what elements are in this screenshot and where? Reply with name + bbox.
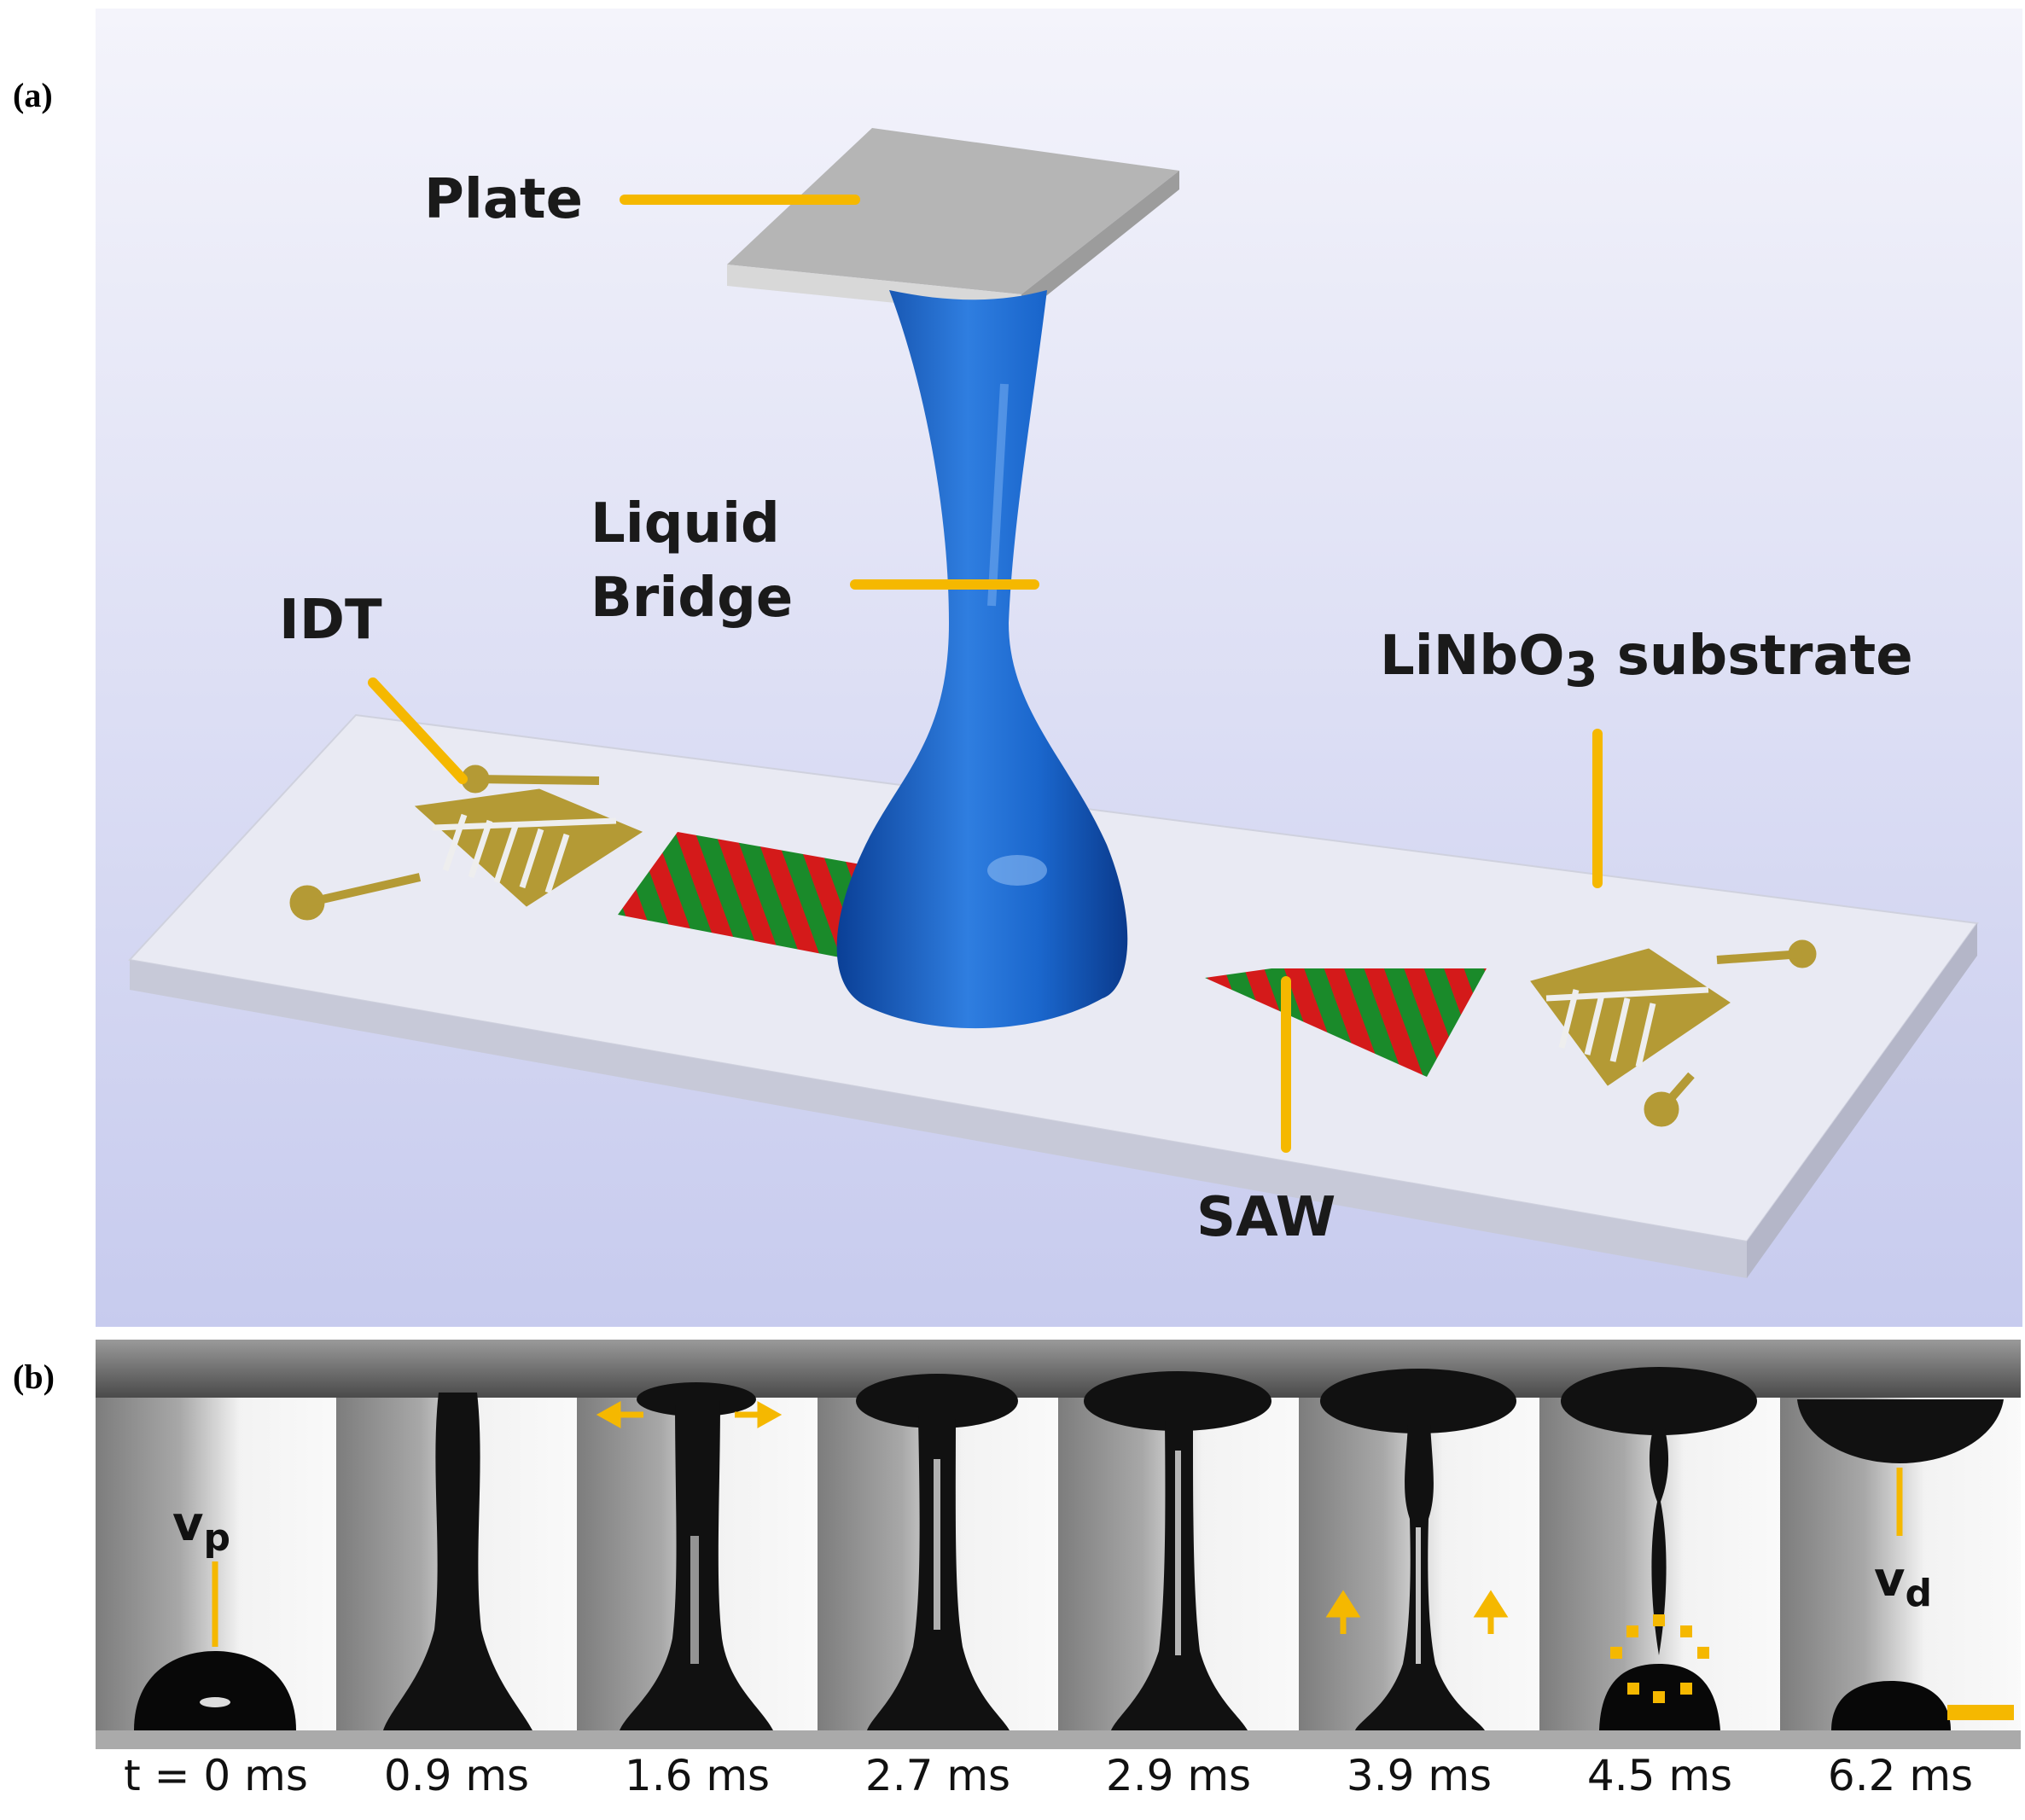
frame-6 bbox=[1299, 1340, 1539, 1749]
vd-label: vd bbox=[1874, 1552, 1932, 1615]
label-plate: Plate bbox=[424, 168, 583, 231]
schematic-panel: Plate Liquid Bridge IDT LiNbO3 substrate… bbox=[96, 9, 2022, 1327]
label-substrate-rest: substrate bbox=[1597, 625, 1912, 688]
vp-label: vp bbox=[172, 1497, 230, 1560]
liquid-bridge-highlight bbox=[987, 383, 1009, 607]
saw-wave-left bbox=[618, 832, 885, 957]
time-label-6: 3.9 ms bbox=[1346, 1751, 1493, 1800]
frame-1: vp bbox=[96, 1340, 336, 1749]
label-idt: IDT bbox=[279, 589, 382, 652]
frame-5 bbox=[1058, 1340, 1299, 1749]
frame-7 bbox=[1539, 1340, 1780, 1749]
label-substrate-sub: 3 bbox=[1565, 643, 1598, 698]
frame-3 bbox=[577, 1340, 818, 1749]
frame-2 bbox=[336, 1340, 577, 1749]
time-label-2: 0.9 ms bbox=[383, 1751, 530, 1800]
label-bridge: Bridge bbox=[591, 567, 793, 630]
idt-right bbox=[1530, 939, 1817, 1127]
frame-8: vd bbox=[1780, 1340, 2021, 1749]
panel-b-label: (b) bbox=[13, 1358, 55, 1396]
label-liquid: Liquid bbox=[591, 492, 780, 555]
scale-bar bbox=[1947, 1705, 2014, 1720]
panel-a-label: (a) bbox=[13, 76, 53, 114]
idt-left bbox=[289, 765, 643, 921]
time-label-1: t = 0 ms bbox=[124, 1751, 308, 1800]
liquid-bridge-glint bbox=[987, 855, 1047, 886]
time-label-4: 2.7 ms bbox=[864, 1751, 1011, 1800]
label-substrate-main: LiNbO bbox=[1380, 625, 1565, 688]
leader-lines bbox=[368, 195, 1603, 1153]
time-label-8: 6.2 ms bbox=[1827, 1751, 1974, 1800]
label-saw: SAW bbox=[1196, 1186, 1335, 1249]
liquid-bridge bbox=[836, 290, 1128, 1029]
time-labels: t = 0 ms 0.9 ms 1.6 ms 2.7 ms 2.9 ms 3.9… bbox=[96, 1751, 2022, 1811]
label-substrate: LiNbO3 substrate bbox=[1380, 625, 1913, 698]
time-label-7: 4.5 ms bbox=[1586, 1751, 1733, 1800]
time-label-5: 2.9 ms bbox=[1105, 1751, 1252, 1800]
time-label-3: 1.6 ms bbox=[624, 1751, 771, 1800]
saw-wave-right bbox=[1205, 968, 1487, 1077]
sequence-panel: vp bbox=[96, 1340, 2021, 1749]
frame-4 bbox=[818, 1340, 1058, 1749]
